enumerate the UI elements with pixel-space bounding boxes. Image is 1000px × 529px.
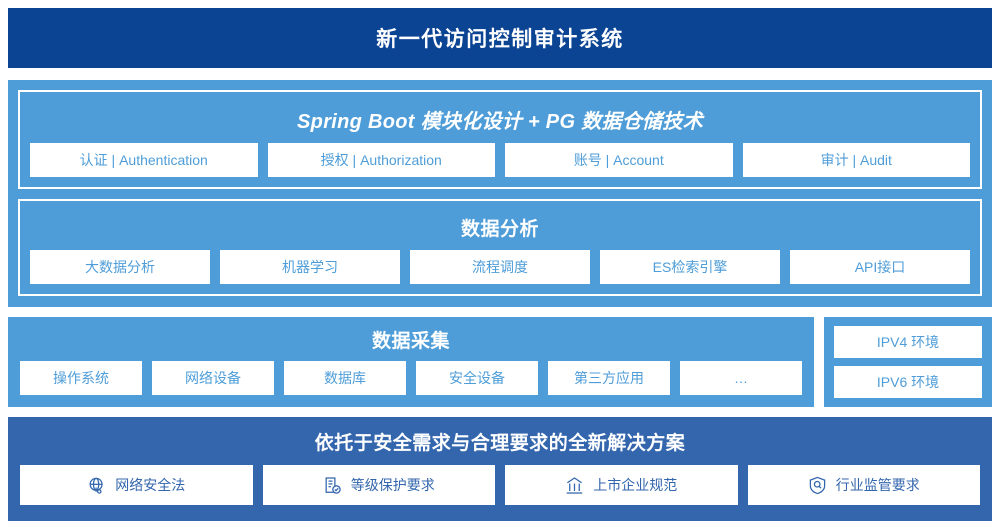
chip-more-ellipsis[interactable]: … [680, 361, 802, 395]
chip-label: 等级保护要求 [350, 477, 435, 493]
solution-panel: 依托于安全需求与合理要求的全新解决方案 网络安全法 [8, 417, 992, 521]
environment-panel: IPV4 环境 IPV6 环境 [824, 317, 992, 407]
chip-big-data-analysis[interactable]: 大数据分析 [30, 250, 210, 284]
data-collection-panel: 数据采集 操作系统 网络设备 数据库 安全设备 第三方应用 … [8, 317, 814, 407]
page-title-bar: 新一代访问控制审计系统 [8, 8, 992, 68]
chip-ipv6-environment[interactable]: IPV6 环境 [834, 366, 982, 398]
chip-account[interactable]: 账号 | Account [505, 143, 733, 177]
chip-listed-company-standard[interactable]: 上市企业规范 [505, 465, 738, 505]
solution-chip-row: 网络安全法 等级保护要求 [20, 465, 980, 505]
platform-panel: Spring Boot 模块化设计 + PG 数据仓储技术 认证 | Authe… [8, 80, 992, 307]
chip-label: 上市企业规范 [593, 477, 678, 493]
shield-search-icon [808, 476, 827, 495]
chip-database[interactable]: 数据库 [284, 361, 406, 395]
chip-process-scheduling[interactable]: 流程调度 [410, 250, 590, 284]
chip-industry-regulation[interactable]: 行业监管要求 [747, 465, 980, 505]
collection-row: 数据采集 操作系统 网络设备 数据库 安全设备 第三方应用 … IPV4 环境 … [8, 317, 992, 407]
bank-building-icon [565, 476, 584, 495]
data-analysis-group: 数据分析 大数据分析 机器学习 流程调度 ES检索引擎 API接口 [18, 199, 982, 296]
chip-authentication[interactable]: 认证 | Authentication [30, 143, 258, 177]
chip-third-party-app[interactable]: 第三方应用 [548, 361, 670, 395]
chip-classified-protection[interactable]: 等级保护要求 [262, 465, 495, 505]
spring-boot-group: Spring Boot 模块化设计 + PG 数据仓储技术 认证 | Authe… [18, 90, 982, 189]
chip-api-interface[interactable]: API接口 [790, 250, 970, 284]
chip-audit[interactable]: 审计 | Audit [742, 143, 970, 177]
chip-label: 网络安全法 [115, 477, 186, 493]
solution-title: 依托于安全需求与合理要求的全新解决方案 [314, 433, 686, 454]
globe-icon [87, 476, 106, 495]
chip-cybersecurity-law[interactable]: 网络安全法 [20, 465, 253, 505]
spring-boot-group-title: Spring Boot 模块化设计 + PG 数据仓储技术 [297, 111, 703, 133]
chip-machine-learning[interactable]: 机器学习 [220, 250, 400, 284]
data-analysis-group-title: 数据分析 [460, 219, 539, 240]
chip-es-search-engine[interactable]: ES检索引擎 [600, 250, 780, 284]
spring-boot-chip-row: 认证 | Authentication 授权 | Authorization 账… [30, 143, 970, 177]
page-title: 新一代访问控制审计系统 [376, 28, 624, 51]
chip-operating-system[interactable]: 操作系统 [20, 361, 142, 395]
data-analysis-chip-row: 大数据分析 机器学习 流程调度 ES检索引擎 API接口 [30, 250, 970, 284]
chip-network-device[interactable]: 网络设备 [152, 361, 274, 395]
data-collection-title: 数据采集 [371, 331, 450, 352]
chip-authorization[interactable]: 授权 | Authorization [267, 143, 495, 177]
chip-label: 行业监管要求 [835, 477, 920, 493]
chip-security-device[interactable]: 安全设备 [416, 361, 538, 395]
chip-ipv4-environment[interactable]: IPV4 环境 [834, 326, 982, 358]
data-collection-chip-row: 操作系统 网络设备 数据库 安全设备 第三方应用 … [20, 361, 802, 395]
document-check-icon [323, 476, 342, 495]
